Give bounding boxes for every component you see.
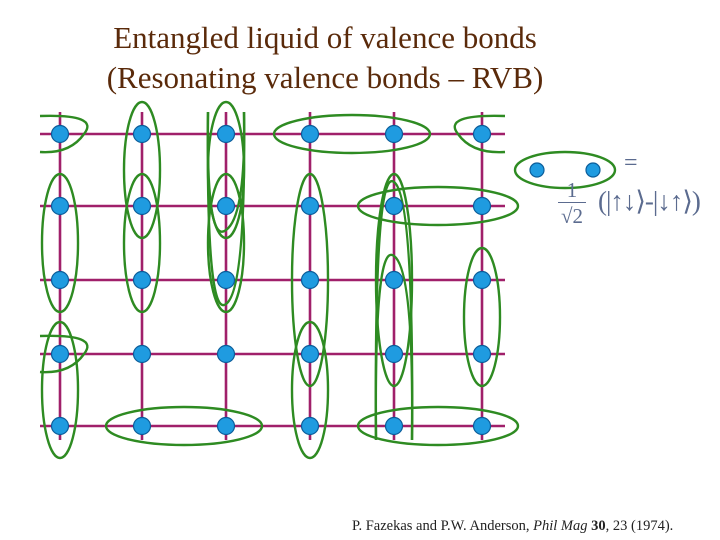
spin-site: [384, 344, 404, 364]
edge-valence-bond: [39, 334, 89, 374]
edge-valence-bond: [206, 111, 246, 307]
spin-site: [472, 124, 492, 144]
spin-site: [472, 270, 492, 290]
fraction-numerator: 1: [566, 178, 578, 202]
edge-valence-bond: [374, 179, 414, 441]
spin-site: [300, 270, 320, 290]
spin-site: [216, 344, 236, 364]
valence-bond: [104, 405, 264, 447]
legend-bond-ellipse: [513, 150, 617, 190]
citation-authors: P. Fazekas and P.W. Anderson,: [352, 518, 534, 534]
citation: P. Fazekas and P.W. Anderson, Phil Mag 3…: [352, 518, 673, 535]
spin-site: [50, 416, 70, 436]
spin-site: [472, 416, 492, 436]
edge-valence-bond: [39, 114, 89, 154]
spin-site: [132, 416, 152, 436]
valence-bond: [290, 320, 330, 460]
citation-journal: Phil Mag: [533, 518, 588, 534]
spin-site: [216, 416, 236, 436]
spin-site: [132, 196, 152, 216]
legend-spin-site: [585, 162, 601, 178]
spin-site: [384, 124, 404, 144]
edge-valence-bond: [453, 114, 506, 154]
lattice-lines: [40, 112, 505, 440]
spin-site: [472, 196, 492, 216]
valence-bond: [272, 113, 432, 155]
valence-bond: [356, 405, 520, 447]
spin-site: [216, 124, 236, 144]
spin-site: [300, 196, 320, 216]
spin-site: [216, 270, 236, 290]
spin-site: [216, 196, 236, 216]
valence-bond: [122, 100, 162, 240]
valence-bond: [206, 172, 246, 314]
normalization-fraction: 1 √2: [556, 178, 588, 229]
spin-site: [50, 344, 70, 364]
equals-sign: =: [624, 150, 638, 176]
spin-site: [384, 196, 404, 216]
spin-site: [132, 344, 152, 364]
lattice-sites: [50, 124, 492, 436]
spin-site: [132, 124, 152, 144]
title-line-1: Entangled liquid of valence bonds: [113, 20, 537, 55]
valence-bond: [462, 246, 502, 388]
spin-site: [300, 416, 320, 436]
valence-bond: [40, 172, 80, 314]
legend-spin-site: [529, 162, 545, 178]
valence-bond: [122, 172, 162, 314]
spin-site: [384, 270, 404, 290]
valence-bond: [356, 185, 520, 227]
citation-rest: , 23 (1974).: [605, 518, 674, 534]
spin-site: [300, 124, 320, 144]
spin-site: [50, 196, 70, 216]
edge-valence-bond: [374, 253, 414, 441]
valence-bond: [40, 320, 80, 460]
fraction-denominator: √2: [560, 204, 584, 228]
spin-site: [132, 270, 152, 290]
fraction-bar: [558, 202, 586, 203]
title-line-2: (Resonating valence bonds – RVB): [106, 60, 544, 95]
spin-site: [384, 416, 404, 436]
spin-site: [472, 344, 492, 364]
valence-bond: [374, 172, 414, 388]
singlet-state: (|↑↓⟩-|↓↑⟩): [598, 186, 701, 216]
spin-site: [50, 270, 70, 290]
valence-bonds: [39, 100, 520, 460]
valence-bond: [290, 172, 330, 388]
spin-site: [50, 124, 70, 144]
spin-site: [300, 344, 320, 364]
legend-singlet-bond: [513, 150, 617, 190]
citation-volume: 30: [591, 518, 606, 534]
